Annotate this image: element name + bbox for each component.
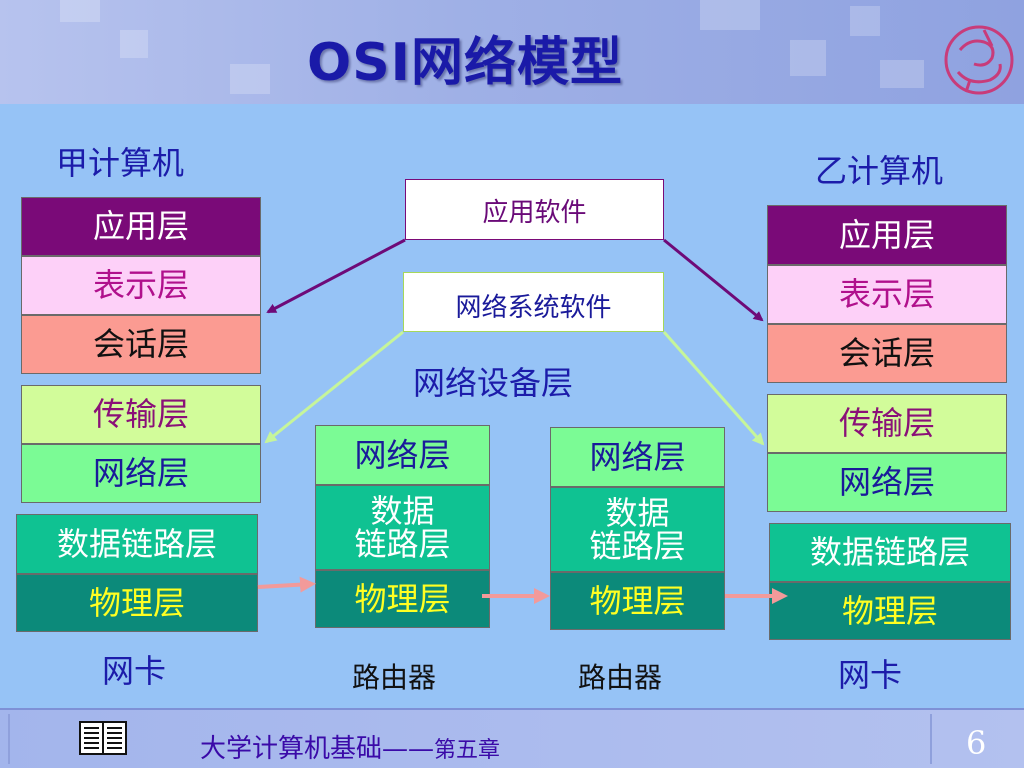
book-icon (79, 721, 127, 755)
router2-label: 路由器 (578, 661, 663, 694)
b-datalink-layer: 数据链路层 (769, 523, 1011, 582)
b-session-layer: 会话层 (767, 324, 1007, 383)
logo-emblem (944, 25, 1014, 95)
b-network-layer: 网络层 (767, 453, 1007, 512)
b-nic-label: 网卡 (838, 656, 903, 694)
footer-dash: —— (382, 734, 435, 764)
computer-a-label: 甲计算机 (56, 144, 185, 182)
a-transport-layer: 传输层 (21, 385, 261, 444)
b-transport-layer: 传输层 (767, 394, 1007, 453)
router2-physical-layer: 物理层 (550, 572, 725, 630)
footer-course-title: 大学计算机基础——第五章 (200, 728, 500, 765)
b-presentation-layer: 表示层 (767, 265, 1007, 324)
router1-label: 路由器 (352, 661, 437, 694)
a-datalink-layer: 数据链路层 (16, 514, 258, 574)
router2-datalink-layer: 数据 链路层 (550, 487, 725, 572)
b-application-layer: 应用层 (767, 205, 1007, 265)
a-presentation-layer: 表示层 (21, 256, 261, 315)
a-session-layer: 会话层 (21, 315, 261, 374)
header-band (0, 0, 1024, 104)
a-application-layer: 应用层 (21, 197, 261, 256)
network-device-layer-label: 网络设备层 (413, 364, 574, 402)
a-physical-layer: 物理层 (16, 574, 258, 632)
router1-datalink-layer: 数据 链路层 (315, 485, 490, 570)
footer-band (0, 708, 1024, 768)
a-network-layer: 网络层 (21, 444, 261, 503)
page-title: OSI网络模型 (306, 33, 623, 93)
router2-network-layer: 网络层 (550, 427, 725, 487)
application-software-box: 应用软件 (405, 179, 664, 240)
network-system-software-box: 网络系统软件 (403, 272, 664, 332)
a-nic-label: 网卡 (102, 652, 167, 690)
router1-network-layer: 网络层 (315, 425, 490, 485)
b-physical-layer: 物理层 (769, 582, 1011, 640)
router1-physical-layer: 物理层 (315, 570, 490, 628)
footer-chapter: 第五章 (434, 738, 501, 763)
footer-course: 大学计算机基础 (200, 734, 383, 764)
computer-b-label: 乙计算机 (815, 152, 944, 190)
page-number: 6 (966, 724, 987, 762)
